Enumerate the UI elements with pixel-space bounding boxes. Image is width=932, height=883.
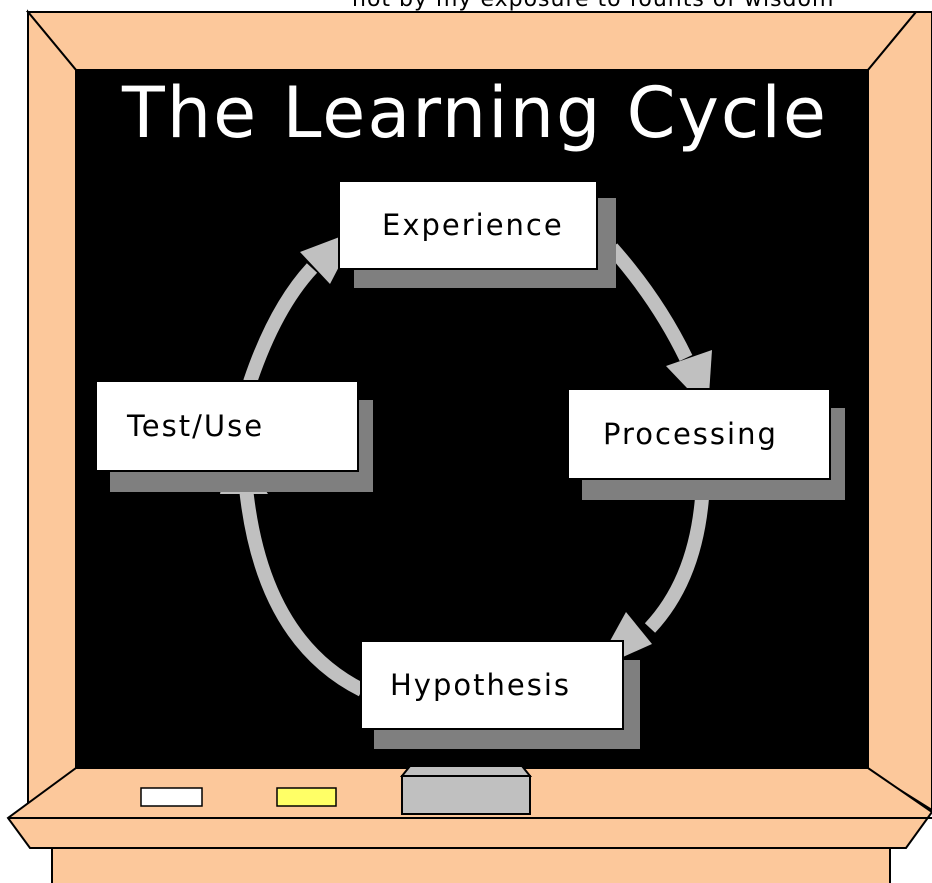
- arrow-hypothesis-to-test: [239, 487, 366, 697]
- node-box: Processing: [567, 388, 831, 480]
- node-label-test-use: Test/Use: [127, 409, 265, 443]
- node-box: Experience: [338, 180, 598, 270]
- node-box: Test/Use: [95, 380, 359, 472]
- node-label-processing: Processing: [603, 417, 778, 451]
- yellow-chalk: [276, 787, 337, 807]
- node-test-use: Test/Use: [95, 380, 373, 492]
- node-processing: Processing: [567, 388, 845, 500]
- top-quote-text: not by my exposure to founts of wisdom: [352, 0, 932, 11]
- frame-top: [25, 11, 919, 71]
- node-label-hypothesis: Hypothesis: [390, 668, 571, 702]
- node-box: Hypothesis: [360, 640, 624, 730]
- node-experience: Experience: [338, 180, 616, 290]
- eraser-top: [399, 765, 533, 777]
- arrow-processing-to-hypothesis: [644, 497, 709, 633]
- node-hypothesis: Hypothesis: [360, 640, 640, 749]
- page-title: The Learning Cycle: [122, 72, 828, 154]
- frame-base: [51, 847, 891, 883]
- arrow-experience-to-processing: [606, 243, 693, 362]
- eraser: [401, 775, 531, 815]
- arrow-test-to-experience: [243, 263, 318, 385]
- node-label-experience: Experience: [382, 208, 564, 242]
- white-chalk: [140, 787, 203, 807]
- frame-left: [27, 9, 77, 813]
- frame-right: [867, 11, 932, 812]
